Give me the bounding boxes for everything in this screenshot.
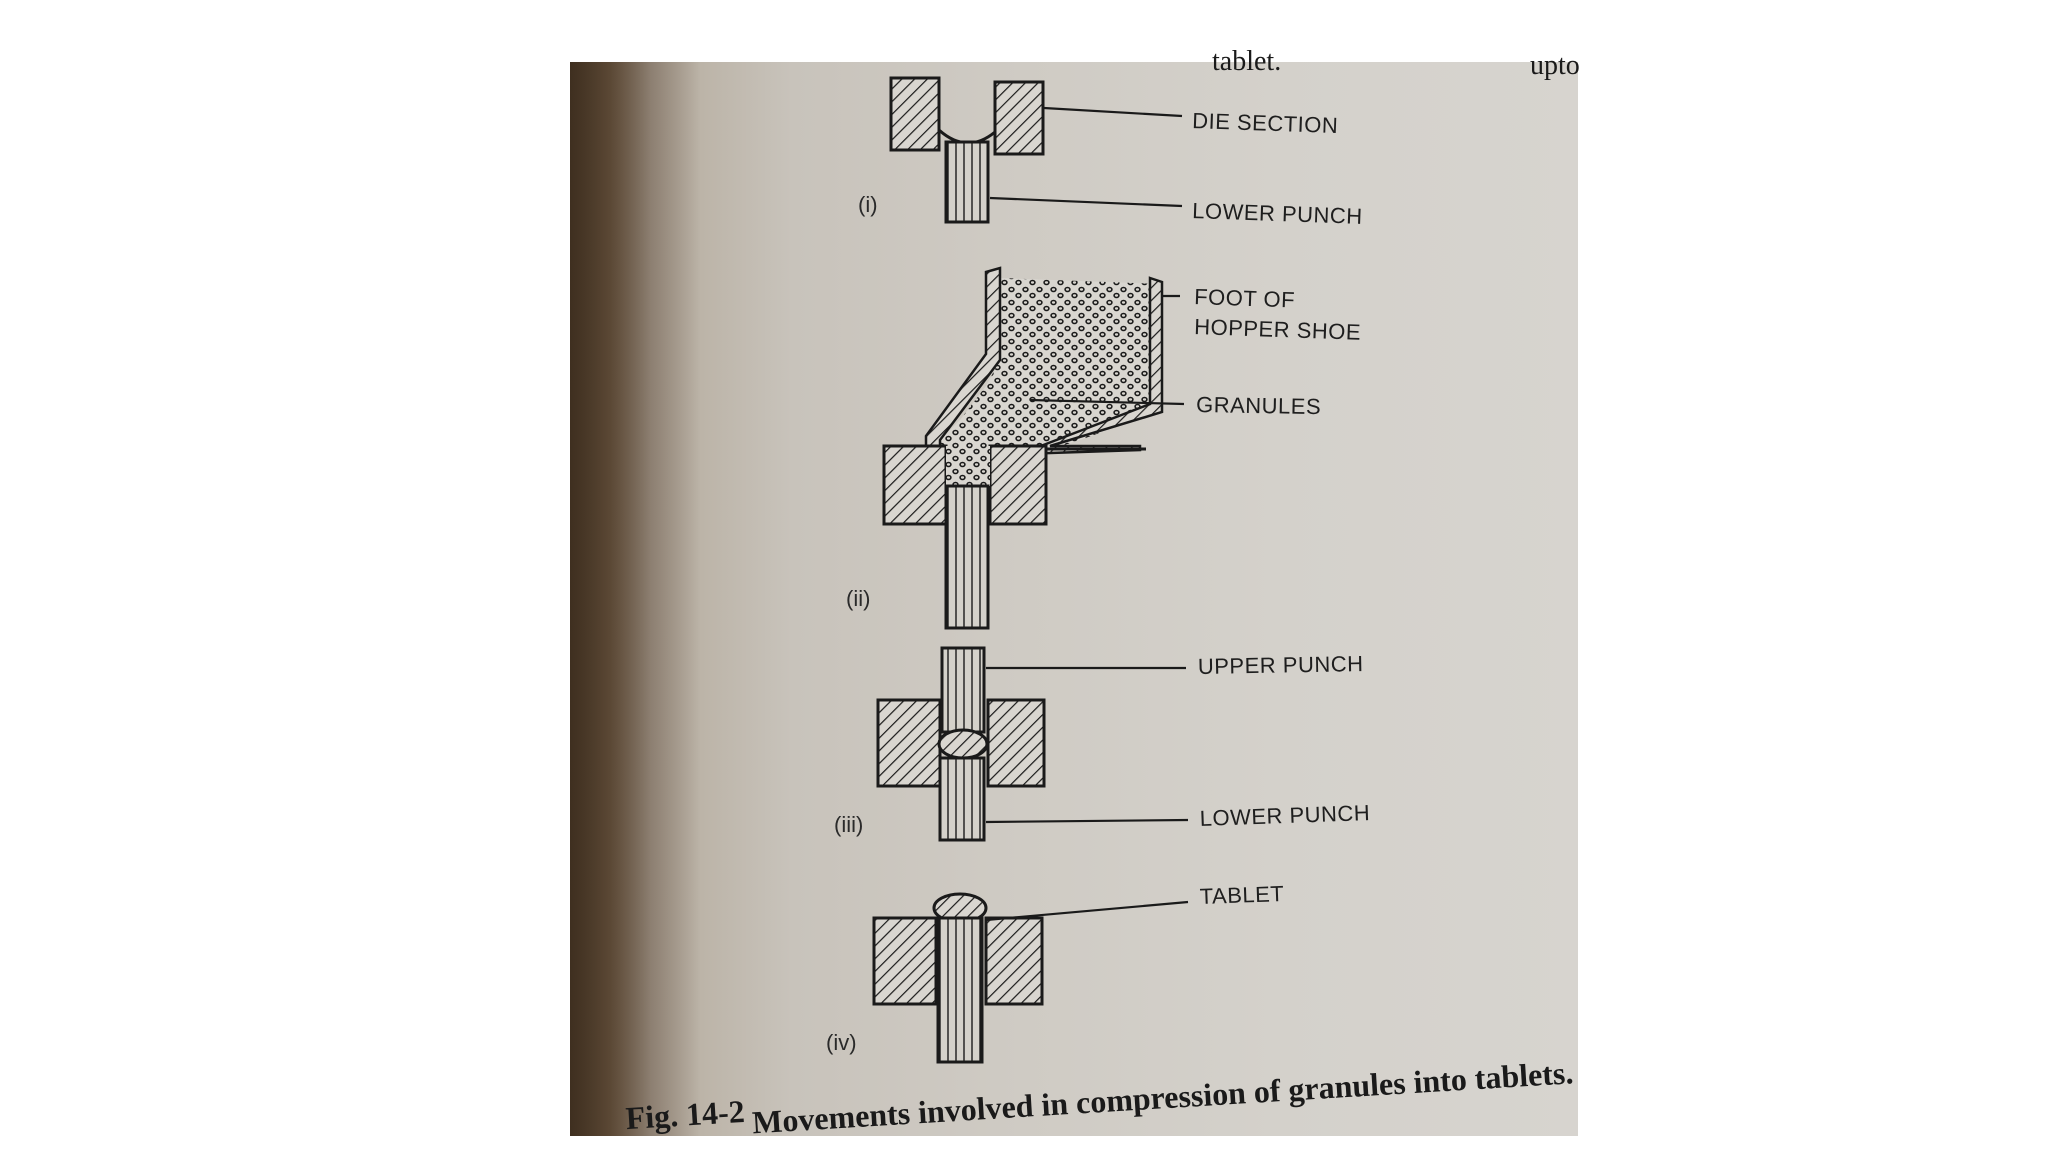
label-tablet: TABLET: [1199, 881, 1284, 909]
stage-label-i: (i): [858, 192, 878, 217]
stage-label-ii: (ii): [846, 586, 870, 611]
stage-label-iv: (iv): [826, 1030, 857, 1055]
caption-number: Fig. 14-2: [625, 1093, 746, 1136]
label-lower-punch-2: LOWER PUNCH: [1199, 800, 1370, 831]
book-spine-shadow: [570, 62, 700, 1136]
caption-text: Movements involved in compression of gra…: [751, 1054, 1574, 1140]
label-lower-punch-1: LOWER PUNCH: [1192, 198, 1363, 229]
label-granules: GRANULES: [1196, 392, 1321, 419]
stage-iii-compression: [876, 646, 1046, 842]
leader-lines: [985, 106, 1189, 922]
stage-i-die: [889, 76, 1045, 224]
top-text-fragment-right: upto: [1530, 50, 1580, 81]
label-foot-of: FOOT OF: [1194, 284, 1296, 313]
figure-caption: Fig. 14-2 Movements involved in compress…: [625, 1054, 1575, 1140]
label-hopper-shoe: HOPPER SHOE: [1194, 314, 1362, 345]
label-upper-punch: UPPER PUNCH: [1198, 651, 1364, 679]
page-background: [570, 62, 1578, 1136]
stage-label-iii: (iii): [834, 812, 863, 837]
stage-iv-ejection: [872, 892, 1044, 1064]
top-text-fragment: tablet.: [1212, 46, 1281, 77]
label-die-section: DIE SECTION: [1192, 108, 1339, 138]
stage-ii-hopper: [882, 266, 1164, 630]
